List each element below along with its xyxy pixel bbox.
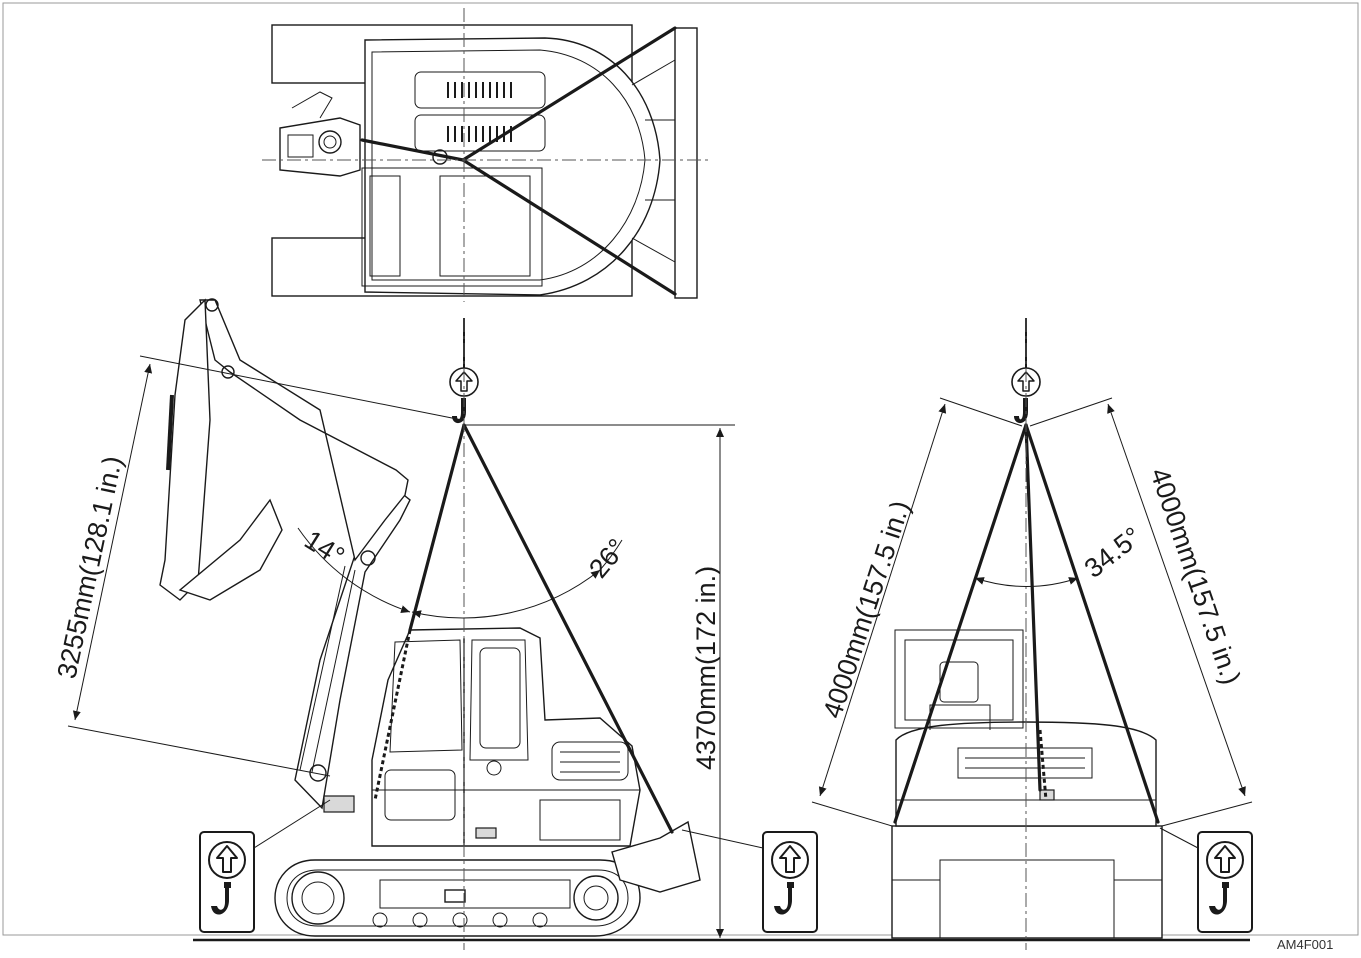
- lifting-point-icon-front: [1197, 831, 1253, 933]
- hook-height-label: 4370mm(172 in.): [691, 566, 721, 770]
- cab-door: [469, 639, 529, 761]
- front-cab: [894, 629, 1024, 729]
- top-view: [262, 8, 708, 302]
- front-view: 4000mm(157.5 in.) 4000mm(157.5 in.) 34.5…: [811, 318, 1253, 950]
- bucket: [178, 498, 283, 601]
- boom-angle-label: 14°: [299, 525, 350, 572]
- figure-border: [2, 2, 1359, 936]
- crawler-track: [274, 859, 641, 937]
- front-sling-angle-label: 34.5°: [1079, 521, 1147, 584]
- side-sling-angle-label: 26°: [583, 533, 632, 584]
- boom-sling-length-label: 3255mm(128.1 in.): [52, 453, 128, 681]
- figure-code: AM4F001: [1277, 937, 1333, 952]
- lifting-point-icon-rear: [199, 831, 255, 933]
- upper-structure: [364, 37, 661, 296]
- arm: [199, 299, 409, 562]
- sprocket: [291, 871, 345, 925]
- front-undercarriage: [891, 825, 1163, 939]
- stick: [159, 298, 211, 601]
- dozer-blade: [674, 27, 698, 299]
- excavator-body: [371, 627, 641, 847]
- side-blade: [611, 820, 701, 893]
- left-sling-length-label: 4000mm(157.5 in.): [817, 497, 916, 722]
- lifting-point-icon-blade: [762, 831, 818, 933]
